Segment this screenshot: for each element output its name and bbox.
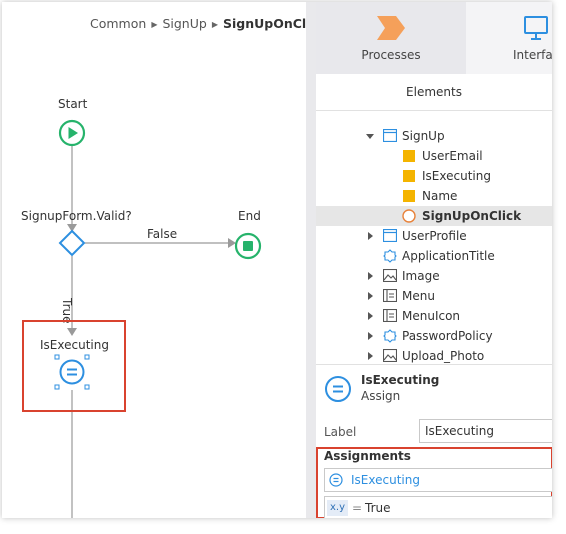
breadcrumb-item-signup[interactable]: SignUp bbox=[162, 16, 207, 31]
chevron-right-icon: ▶ bbox=[151, 20, 158, 29]
block-icon bbox=[383, 329, 397, 343]
breadcrumb-current: SignUpOnClick bbox=[222, 16, 327, 31]
panel-splitter[interactable] bbox=[306, 2, 316, 518]
end-node-label: End bbox=[238, 209, 261, 223]
chevron-right-icon[interactable] bbox=[368, 292, 373, 300]
chevron-right-icon[interactable] bbox=[368, 272, 373, 280]
chevron-right-icon[interactable] bbox=[368, 352, 373, 360]
tab-processes-label: Processes bbox=[361, 48, 421, 62]
tree-item-applicationtitle[interactable]: ApplicationTitle bbox=[316, 246, 552, 266]
tree-item-label: IsExecuting bbox=[422, 169, 491, 183]
app-window: Common ▶ SignUp ▶ SignUpOnClick Start Signup… bbox=[2, 2, 552, 518]
tree-item-menuicon[interactable]: MenuIcon bbox=[316, 306, 552, 326]
chevron-right-icon[interactable] bbox=[368, 332, 373, 340]
tree-item-label: MenuIcon bbox=[402, 309, 461, 323]
tree-item-passwordpolicy[interactable]: PasswordPolicy bbox=[316, 326, 552, 346]
tree-item-image[interactable]: Image bbox=[316, 266, 552, 286]
tree-item-label: PasswordPolicy bbox=[402, 329, 493, 343]
tree-item-label: Name bbox=[422, 189, 458, 203]
assignments-header: Assignments bbox=[324, 449, 411, 463]
tree-item-label: SignUp bbox=[402, 129, 445, 143]
image-icon bbox=[383, 269, 397, 282]
tree-item-userprofile[interactable]: UserProfile bbox=[316, 226, 552, 246]
start-node[interactable] bbox=[58, 119, 86, 147]
tab-processes[interactable]: Processes bbox=[316, 2, 466, 74]
breadcrumb-item-common[interactable]: Common bbox=[90, 16, 147, 31]
chevron-right-icon[interactable] bbox=[368, 312, 373, 320]
tab-interface[interactable]: Interfa bbox=[466, 2, 552, 74]
breadcrumb: Common ▶ SignUp ▶ SignUpOnClick bbox=[90, 16, 326, 31]
assignment-variable: IsExecuting bbox=[351, 473, 420, 487]
tree-item-label: SignUpOnClick bbox=[422, 209, 522, 223]
assignment-value-field[interactable]: x.y = True bbox=[324, 496, 552, 518]
variable-icon bbox=[403, 190, 415, 202]
equals-sign: = bbox=[352, 501, 363, 515]
tree-item-label: UserProfile bbox=[402, 229, 467, 243]
tab-interface-label: Interfa bbox=[513, 48, 552, 62]
tab-elements[interactable]: Elements bbox=[316, 74, 552, 111]
label-field[interactable]: IsExecuting bbox=[419, 419, 552, 443]
if-node-label: SignupForm.Valid? bbox=[21, 209, 132, 223]
highlight-box-assign bbox=[22, 320, 126, 412]
assign-icon bbox=[325, 376, 351, 402]
diamond-icon bbox=[58, 229, 86, 257]
interface-icon bbox=[524, 16, 548, 40]
chevron-right-icon: ▶ bbox=[211, 20, 218, 29]
expression-badge[interactable]: x.y bbox=[327, 500, 349, 516]
right-panel: Processes Interfa Elements SignUp bbox=[316, 2, 552, 518]
tab-bar: Processes Interfa bbox=[316, 2, 552, 74]
start-node-label: Start bbox=[58, 97, 88, 111]
end-node[interactable] bbox=[234, 232, 262, 260]
tree-item-isexecuting[interactable]: IsExecuting bbox=[316, 166, 552, 186]
variable-icon bbox=[403, 150, 415, 162]
stop-icon bbox=[234, 232, 262, 260]
flow-canvas[interactable]: Common ▶ SignUp ▶ SignUpOnClick Start Signup… bbox=[2, 2, 326, 518]
tree-item-label: UserEmail bbox=[422, 149, 483, 163]
widget-icon bbox=[383, 289, 397, 302]
variable-icon bbox=[403, 170, 415, 182]
play-icon bbox=[58, 119, 86, 147]
assign-node-label: IsExecuting bbox=[40, 338, 109, 352]
tree-item-upload-photo[interactable]: Upload_Photo bbox=[316, 346, 552, 366]
tree-item-useremail[interactable]: UserEmail bbox=[316, 146, 552, 166]
tree-item-signup[interactable]: SignUp bbox=[316, 126, 552, 146]
screen-icon bbox=[383, 229, 397, 242]
action-icon bbox=[402, 209, 416, 223]
assign-icon bbox=[329, 473, 343, 487]
if-node[interactable] bbox=[58, 229, 86, 257]
tree-item-menu[interactable]: Menu bbox=[316, 286, 552, 306]
widget-icon bbox=[383, 309, 397, 322]
tree-item-label: Upload_Photo bbox=[402, 349, 485, 363]
chevron-right-icon[interactable] bbox=[368, 232, 373, 240]
label-field-value: IsExecuting bbox=[425, 424, 494, 438]
block-icon bbox=[383, 249, 397, 263]
false-branch-label: False bbox=[147, 227, 178, 241]
chevron-down-icon[interactable] bbox=[366, 134, 374, 139]
assign-node[interactable] bbox=[54, 354, 90, 390]
tree-item-name[interactable]: Name bbox=[316, 186, 552, 206]
tree-item-signuponclick[interactable]: SignUpOnClick bbox=[316, 206, 552, 226]
assignment-variable-field[interactable]: IsExecuting bbox=[324, 468, 552, 492]
process-icon bbox=[377, 16, 405, 40]
tree-item-label: ApplicationTitle bbox=[402, 249, 495, 263]
assign-icon bbox=[54, 354, 90, 390]
tree-item-label: Menu bbox=[402, 289, 435, 303]
properties-title: IsExecuting bbox=[361, 373, 440, 387]
assignment-value: True bbox=[365, 501, 391, 515]
properties-panel: IsExecuting Assign Label IsExecuting Ass… bbox=[316, 364, 552, 518]
label-caption: Label bbox=[324, 425, 357, 439]
screen-icon bbox=[383, 129, 397, 142]
properties-subtitle: Assign bbox=[361, 389, 401, 403]
image-icon bbox=[383, 349, 397, 362]
tree-item-label: Image bbox=[402, 269, 440, 283]
